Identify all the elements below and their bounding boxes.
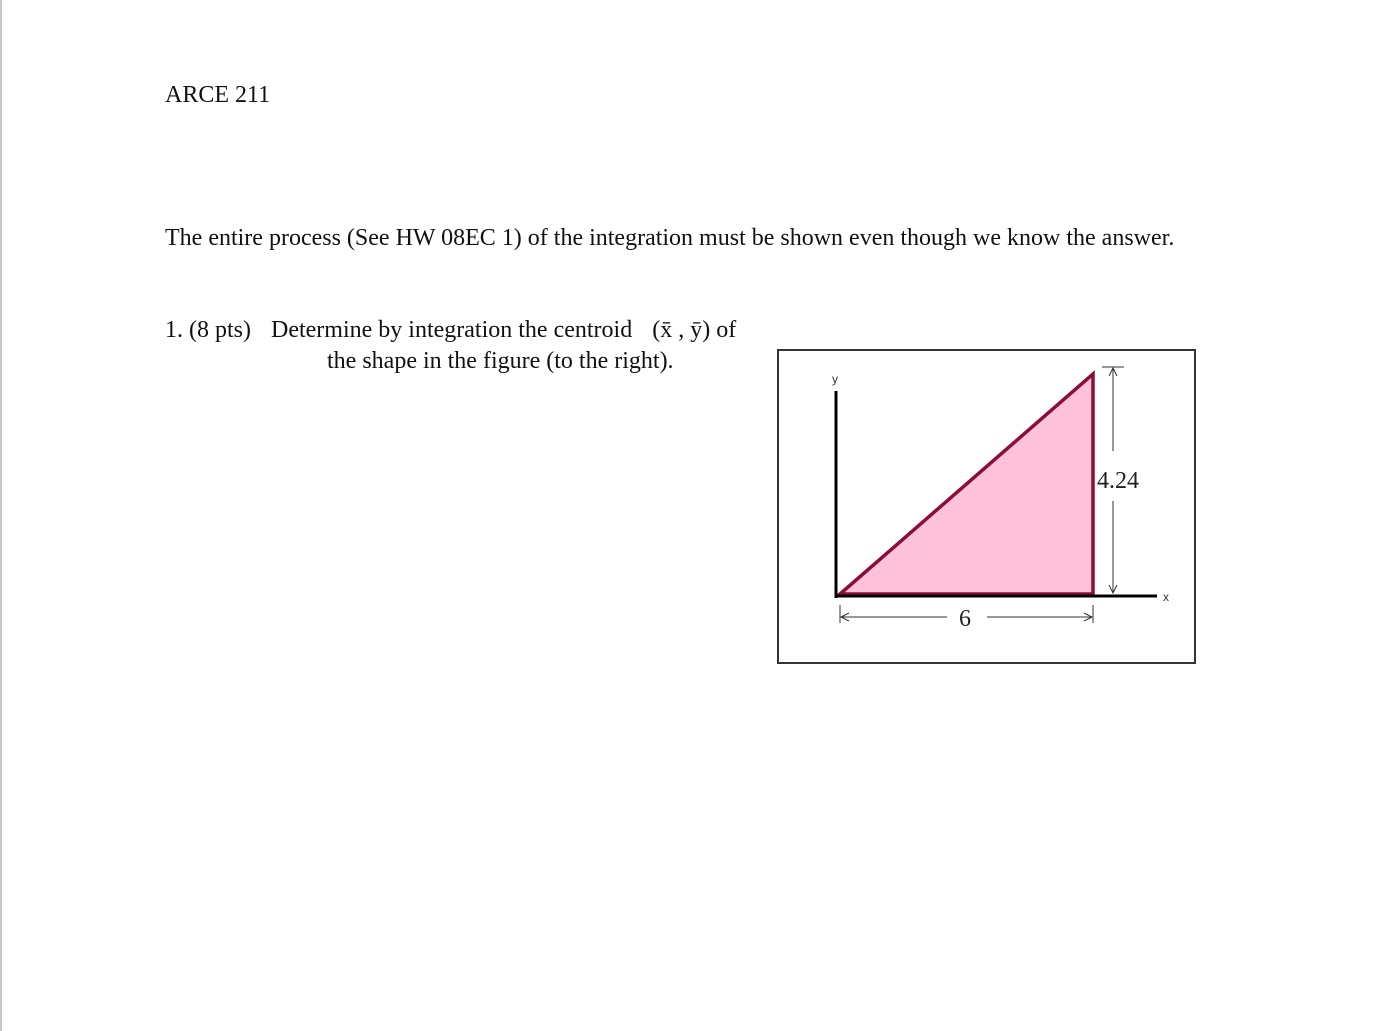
problem-number: 1. (8 pts) <box>165 317 251 343</box>
problem-text-line2: the shape in the figure (to the right). <box>327 348 674 374</box>
height-label: 4.24 <box>1097 468 1139 494</box>
figure-drawing: y x 6 4.24 <box>832 366 1169 632</box>
triangle-shape <box>835 370 1095 596</box>
problem-text-line1: Determine by integration the centroid <box>271 317 633 343</box>
y-axis-label: y <box>832 372 838 386</box>
width-label: 6 <box>959 606 971 632</box>
height-dimension: 4.24 <box>1097 366 1139 595</box>
centroid-symbol: (x̄ , ȳ) <box>652 317 711 343</box>
triangle-figure: y x 6 4.24 <box>777 349 1196 664</box>
instruction-text: The entire process (See HW 08EC 1) of th… <box>165 225 1175 251</box>
problem-text-of: of <box>716 317 737 343</box>
course-title: ARCE 211 <box>165 82 271 108</box>
x-axis-label: x <box>1163 590 1169 604</box>
problem-statement: 1. (8 pts) Determine by integration the … <box>165 315 737 374</box>
width-dimension: 6 <box>839 605 1094 632</box>
